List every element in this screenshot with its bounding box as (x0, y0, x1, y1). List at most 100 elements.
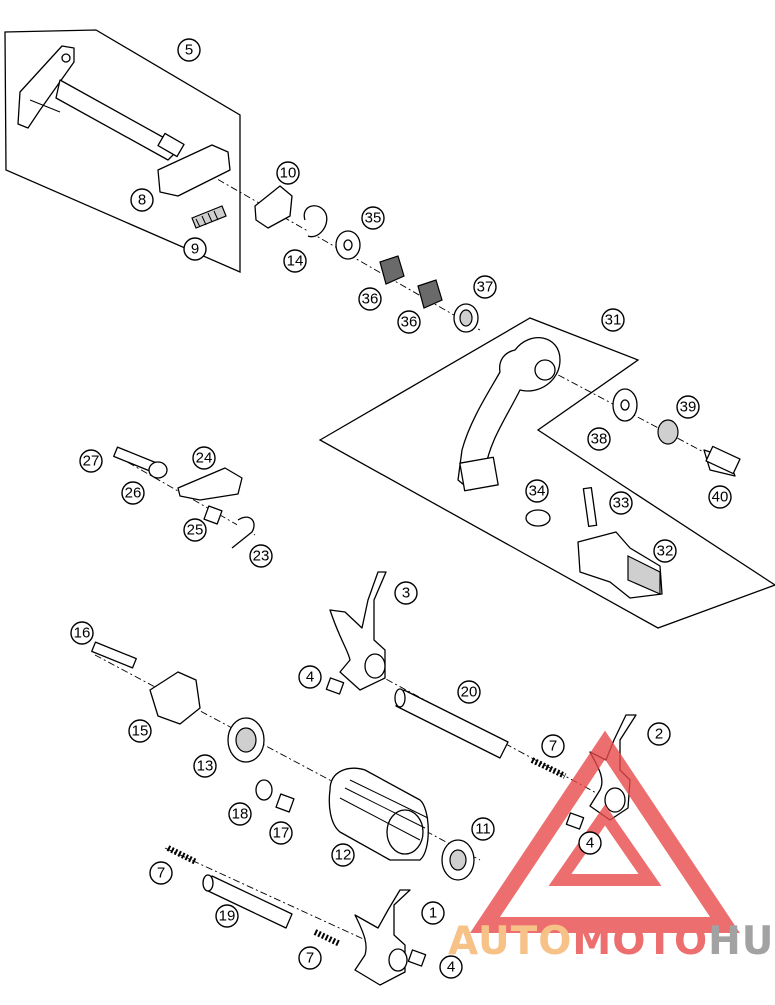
callout-15: 15 (128, 719, 152, 743)
callout-8: 8 (130, 188, 154, 212)
callout-4-c: 4 (439, 955, 463, 979)
callout-24: 24 (192, 446, 216, 470)
callout-label: 26 (125, 485, 142, 502)
callout-label: 33 (613, 495, 630, 512)
callout-label: 36 (362, 291, 379, 308)
callout-9: 9 (183, 237, 207, 261)
callout-label: 3 (402, 585, 410, 602)
shift-lever-part (457, 337, 561, 492)
pin-parts (255, 779, 295, 813)
callout-label: 35 (365, 210, 382, 227)
callout-37: 37 (473, 275, 497, 299)
callout-7-b: 7 (149, 861, 173, 885)
callout-label: 23 (253, 548, 270, 565)
callout-25: 25 (183, 518, 207, 542)
callout-36-b: 36 (397, 310, 421, 334)
callout-38: 38 (587, 427, 611, 451)
callout-19: 19 (215, 904, 239, 928)
callout-34: 34 (525, 479, 549, 503)
bearing-11-part (441, 839, 475, 881)
callout-18: 18 (228, 802, 252, 826)
callout-4-a: 4 (298, 665, 322, 689)
callout-label: 32 (657, 543, 674, 560)
callout-label: 11 (475, 821, 491, 838)
callout-label: 4 (586, 835, 594, 852)
watermark-text: AUTOMOTOHUB (448, 919, 775, 964)
bolt-16-part (91, 641, 137, 669)
callout-5: 5 (177, 38, 201, 62)
callout-4-b: 4 (578, 831, 602, 855)
callout-label: 7 (549, 738, 557, 755)
callout-13: 13 (193, 754, 217, 778)
callout-35: 35 (361, 206, 385, 230)
callout-label: 38 (591, 431, 608, 448)
callout-40: 40 (708, 485, 732, 509)
callout-label: 16 (74, 625, 91, 642)
spring-9-part (191, 205, 227, 229)
shift-shaft-part (17, 45, 231, 197)
callout-23: 23 (249, 544, 273, 568)
callout-7-c: 7 (298, 946, 322, 970)
washer-parts-top (254, 185, 479, 333)
callout-label: 8 (138, 192, 146, 209)
lever-fasteners (612, 388, 741, 477)
callout-33: 33 (609, 491, 633, 515)
callout-36-a: 36 (358, 287, 382, 311)
callout-label: 12 (335, 847, 352, 864)
callout-2: 2 (647, 722, 671, 746)
shift-fork-3-part (325, 571, 387, 695)
callout-label: 25 (187, 522, 204, 539)
watermark-triangle (470, 730, 740, 933)
shift-rail-20-part (394, 688, 509, 759)
callout-1: 1 (421, 901, 445, 925)
callout-16: 16 (70, 621, 94, 645)
callout-11: 11 (471, 817, 495, 841)
footpeg-parts (525, 486, 663, 599)
callout-label: 2 (655, 726, 663, 743)
shift-lever-group-frame (318, 317, 775, 629)
watermark-text-hub: HUB (708, 919, 775, 964)
callout-31: 31 (601, 308, 625, 332)
watermark-text-moto: MOTO (572, 919, 708, 964)
callout-12: 12 (331, 843, 355, 867)
callout-label: 17 (273, 825, 290, 842)
shift-drum-12-part (328, 767, 429, 861)
callout-label: 4 (447, 959, 455, 976)
callout-label: 10 (280, 165, 297, 182)
watermark-text-auto: AUTO (448, 919, 572, 964)
callout-26: 26 (121, 481, 145, 505)
callout-32: 32 (653, 539, 677, 563)
callout-7-a: 7 (541, 734, 565, 758)
callout-label: 24 (196, 450, 213, 467)
callout-label: 14 (287, 253, 304, 270)
callout-3: 3 (394, 581, 418, 605)
callout-39: 39 (676, 395, 700, 419)
callout-20: 20 (457, 680, 481, 704)
callout-label: 34 (529, 483, 546, 500)
callout-label: 13 (197, 758, 214, 775)
callout-label: 15 (132, 723, 149, 740)
callout-17: 17 (269, 821, 293, 845)
bearing-13-part (227, 717, 265, 763)
callout-label: 20 (461, 684, 478, 701)
callout-label: 40 (712, 489, 729, 506)
shift-shaft-group-frame (4, 29, 241, 273)
callout-label: 31 (605, 312, 622, 329)
callout-label: 5 (185, 42, 193, 59)
shift-locking-part-15 (149, 671, 201, 725)
watermark-logo: AUTOMOTOHUB (448, 730, 775, 964)
callout-label: 7 (157, 865, 165, 882)
callout-label: 36 (401, 314, 418, 331)
callout-14: 14 (283, 249, 307, 273)
callout-label: 9 (191, 241, 199, 258)
shift-fork-1-part (313, 889, 427, 986)
ratchet-parts (113, 446, 255, 549)
callout-label: 19 (219, 908, 236, 925)
callout-label: 4 (306, 669, 314, 686)
callout-label: 37 (477, 279, 494, 296)
shift-rail-19-part (166, 845, 293, 929)
callout-label: 39 (680, 399, 697, 416)
callout-label: 7 (306, 950, 314, 967)
callout-label: 18 (232, 806, 249, 823)
